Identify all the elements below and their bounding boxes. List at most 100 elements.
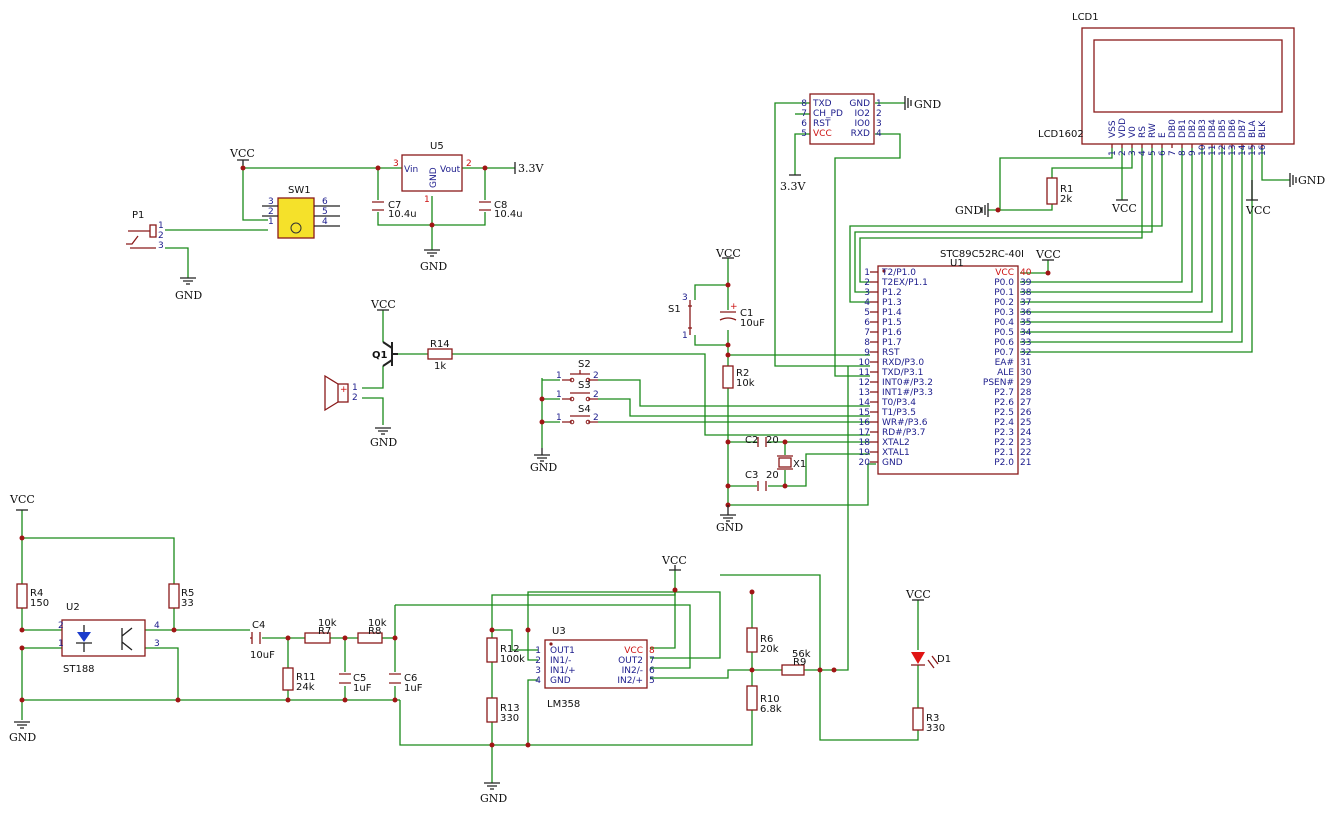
u1-value: STC89C52RC-40I (940, 249, 1024, 260)
svg-text:1: 1 (58, 639, 64, 649)
r1-value: 2k (1060, 194, 1072, 205)
u1-left-pin: P1.6 (882, 328, 902, 338)
u1-right-pin: PSEN# (983, 378, 1014, 388)
svg-text:2: 2 (158, 231, 164, 241)
lcd-pin-label: DB1 (1178, 119, 1188, 138)
resistor-r10: R10 6.8k (746, 685, 782, 715)
u1-right-pin: P0.6 (994, 338, 1014, 348)
svg-text:GND: GND (530, 461, 557, 474)
svg-text:R14: R14 (430, 339, 450, 350)
regulator-u5: U5 Vin Vout GND 3 2 1 (393, 141, 472, 205)
lcd-pin-number: 12 (1218, 145, 1228, 156)
u1-right-pin-num: 31 (1020, 358, 1031, 368)
resistor-r9: 56k R9 (781, 649, 811, 676)
gnd-symbol-lcd-blk: GND (1289, 173, 1325, 187)
svg-text:VCC: VCC (229, 147, 255, 160)
u1-left-pin-num: 12 (859, 378, 870, 388)
u1-right-pin: ALE (997, 368, 1014, 378)
u1-right-pin: P2.5 (994, 408, 1014, 418)
lcd-pin-label: DB3 (1198, 119, 1208, 138)
svg-text:R8: R8 (368, 626, 381, 637)
lcd-pin-number: 16 (1258, 144, 1268, 156)
esp-left-num: 8 (801, 99, 807, 109)
u1-right-pin: P2.7 (994, 388, 1014, 398)
u1-right-pin: P0.0 (994, 278, 1014, 288)
cap-c3: C3 20 (745, 470, 779, 491)
svg-text:1k: 1k (434, 361, 446, 372)
svg-text:GND: GND (480, 792, 507, 805)
svg-text:20: 20 (766, 435, 779, 446)
u1-left-pin: WR#/P3.6 (882, 418, 928, 428)
u1-right-pin-num: 24 (1020, 428, 1032, 438)
u1-right-pin: P2.2 (994, 438, 1014, 448)
u1-left-pin: P1.7 (882, 338, 902, 348)
svg-text:R10: R10 (760, 694, 780, 705)
u1-right-pin-num: 35 (1020, 318, 1031, 328)
lcd-pin-label: V0 (1128, 126, 1138, 138)
svg-text:Vout: Vout (440, 165, 461, 175)
svg-text:R4: R4 (30, 588, 43, 599)
u1-left-pin-num: 3 (864, 288, 870, 298)
lcd-pin-label: DB6 (1228, 119, 1238, 138)
u1-left-pin: P1.5 (882, 318, 902, 328)
svg-text:VCC: VCC (661, 554, 687, 567)
lcd-pin-number: 13 (1228, 145, 1238, 156)
crystal-x1: X1 (777, 455, 806, 470)
u1-right-pin-num: 33 (1020, 338, 1031, 348)
cap-c5: C5 1uF (339, 673, 372, 694)
u1-right-pin: P2.3 (994, 428, 1014, 438)
u3-right-pin: OUT2 (618, 656, 643, 666)
svg-text:U2: U2 (66, 602, 80, 613)
svg-text:3: 3 (393, 159, 399, 169)
svg-text:1uF: 1uF (404, 683, 423, 694)
lcd-pin-label: DB7 (1238, 119, 1248, 138)
led-d1: D1 (911, 652, 951, 669)
lcd-pin-number: 15 (1248, 145, 1258, 156)
u1-left-pin: P1.2 (882, 288, 902, 298)
svg-text:U5: U5 (430, 141, 444, 152)
esp-right-num: 3 (876, 119, 882, 129)
lcd-pin-label: VDD (1118, 118, 1128, 138)
svg-text:330: 330 (500, 713, 519, 724)
resistor-r11: R11 24k (282, 667, 316, 693)
esp-left-pin: VCC (813, 129, 832, 139)
svg-text:C7: C7 (388, 200, 401, 211)
cap-c8: C8 10.4u (479, 200, 523, 220)
u1-left-pin: RD#/P3.7 (882, 428, 926, 438)
u3-right-num: 8 (649, 646, 655, 656)
resistor-r13: R13 330 (486, 697, 520, 724)
u3-left-num: 4 (535, 676, 541, 686)
u1-right-pin-num: 36 (1020, 308, 1032, 318)
gnd-symbol-opamp: GND (480, 782, 507, 805)
svg-text:24k: 24k (296, 682, 315, 693)
lcd-pin-label: RW (1148, 123, 1158, 138)
svg-text:C2: C2 (745, 435, 758, 446)
esp-right-num: 2 (876, 109, 882, 119)
esp-right-pin: RXD (851, 129, 870, 139)
svg-text:10.4u: 10.4u (494, 209, 523, 220)
lcd-pin-label: DB5 (1218, 119, 1228, 138)
u3-left-num: 3 (535, 666, 541, 676)
lcd-pin-label: E (1158, 132, 1168, 138)
svg-text:10k: 10k (368, 618, 387, 629)
svg-text:10uF: 10uF (250, 650, 275, 661)
svg-text:GND: GND (420, 260, 447, 273)
u1-right-pin-num: 29 (1020, 378, 1032, 388)
svg-text:1: 1 (556, 371, 562, 381)
esp-left-pin: TXD (812, 99, 832, 109)
svg-text:C1: C1 (740, 308, 753, 319)
resistor-r2: R2 10k (722, 365, 755, 389)
u1-left-pin-num: 14 (859, 398, 871, 408)
gnd-symbol-esp: GND (904, 96, 941, 111)
svg-text:1: 1 (424, 195, 430, 205)
u1-left-pin-num: 6 (864, 318, 870, 328)
svg-text:33: 33 (181, 598, 194, 609)
u1-left-pin: P1.3 (882, 298, 902, 308)
u1-left-pin-num: 18 (859, 438, 871, 448)
u1-pins: T2/P1.01T2EX/P1.12P1.23P1.34P1.45P1.56P1… (859, 268, 1032, 468)
wires (21, 102, 1290, 783)
u1-left-pin-num: 7 (864, 328, 870, 338)
